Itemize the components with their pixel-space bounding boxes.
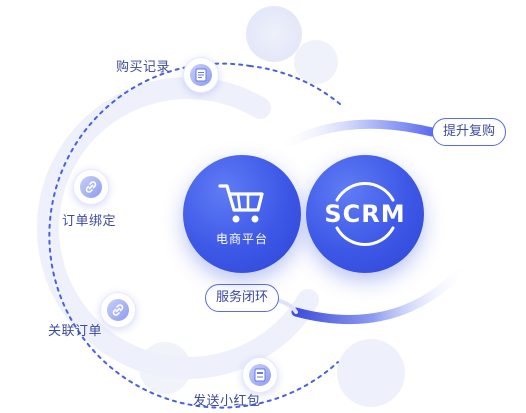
send-red-packet-label: 发送小红包 bbox=[193, 394, 261, 409]
gift-card-icon bbox=[249, 364, 271, 386]
faint-arc bbox=[36, 77, 319, 379]
scrm-label: SCRM bbox=[324, 200, 406, 228]
bg-blob bbox=[337, 339, 405, 407]
order-binding-node[interactable] bbox=[73, 169, 109, 205]
dotted-ring-top bbox=[249, 65, 341, 105]
link-order-node[interactable] bbox=[100, 292, 136, 328]
purchase-record-node[interactable] bbox=[183, 57, 219, 93]
cart-icon bbox=[218, 183, 264, 222]
swoosh-top bbox=[271, 119, 437, 155]
scrm-circle[interactable]: SCRM bbox=[306, 155, 424, 273]
link-icon bbox=[80, 176, 102, 198]
document-icon bbox=[190, 64, 212, 86]
order-binding-label: 订单绑定 bbox=[62, 214, 117, 229]
link-icon bbox=[107, 299, 129, 321]
send-red-packet-node[interactable] bbox=[242, 357, 278, 393]
swoosh-bottom bbox=[291, 259, 473, 325]
purchase-record-label: 购买记录 bbox=[116, 60, 171, 75]
repurchase-pill[interactable]: 提升复购 bbox=[432, 118, 507, 146]
ecommerce-label: 电商平台 bbox=[215, 231, 268, 246]
bg-blob bbox=[294, 40, 338, 84]
bg-blob bbox=[246, 6, 302, 62]
service-loop-pill[interactable]: 服务闭环 bbox=[205, 284, 280, 312]
refresh-ring-icon bbox=[335, 182, 395, 246]
link-order-label: 关联订单 bbox=[48, 324, 103, 339]
ecommerce-platform-circle[interactable]: 电商平台 bbox=[183, 155, 301, 273]
dotted-ring bbox=[48, 62, 339, 409]
